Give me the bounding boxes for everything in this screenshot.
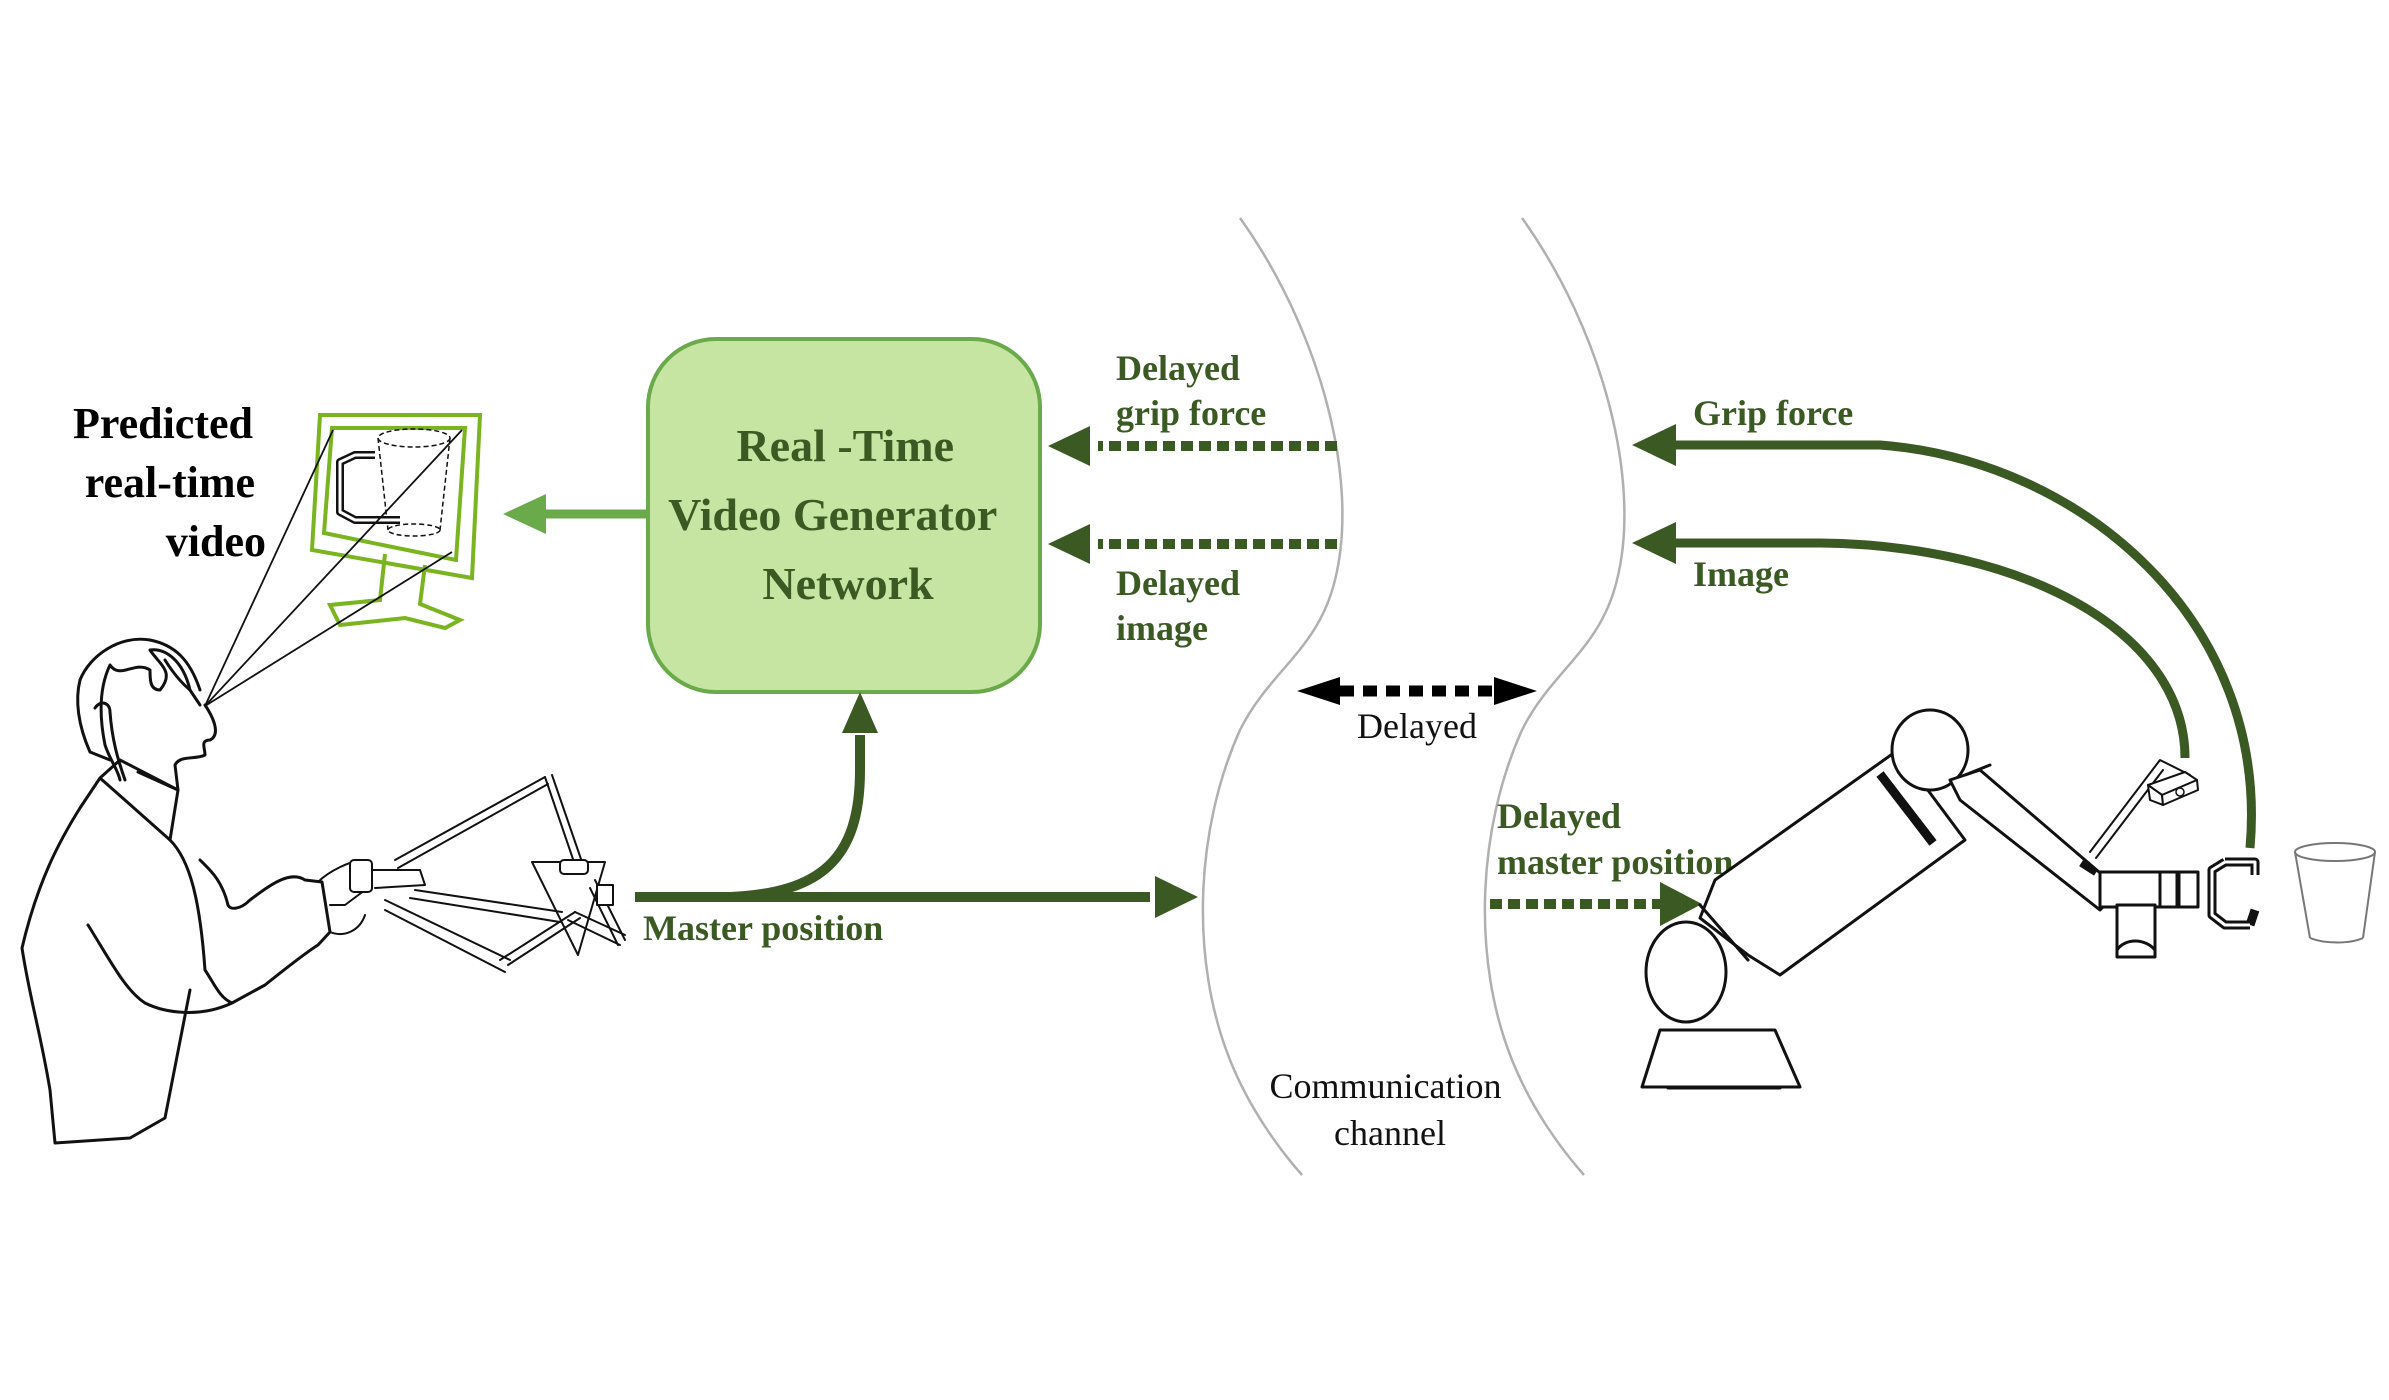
grip-force-label: Grip force: [1693, 393, 1853, 433]
camera-icon: [2147, 771, 2199, 806]
grip-force-arrow: [1632, 424, 2256, 849]
communication-channel-label: Communication channel: [1270, 1066, 1511, 1153]
human-operator-sketch: [20, 637, 366, 1145]
delayed-grip-force-label: Delayed grip force: [1116, 348, 1266, 433]
gripper-icon: [2207, 857, 2260, 930]
predicted-video-caption: Predicted real-time video: [73, 399, 266, 566]
channel-left-boundary: [1201, 217, 1344, 1176]
delayed-master-position-arrow: [1490, 882, 1702, 926]
delayed-image-arrow: [1048, 524, 1337, 564]
delayed-image-label: Delayed image: [1116, 563, 1249, 648]
video-generator-network-box[interactable]: Real -Time Video Generator Network: [646, 337, 1042, 694]
delayed-label: Delayed: [1357, 706, 1477, 746]
master-position-arrow: [635, 876, 1198, 918]
output-video-arrow: [503, 494, 648, 534]
channel-right-boundary: [1483, 217, 1626, 1176]
master-position-branch-arrow: [729, 692, 878, 902]
haptic-master-device[interactable]: [349, 774, 626, 973]
robot-arm-icon[interactable]: [1640, 708, 2200, 1090]
predicted-cup-icon: [377, 428, 451, 537]
image-label: Image: [1693, 554, 1789, 594]
delayed-master-position-label: Delayed master position: [1497, 796, 1733, 882]
monitor-icon: [309, 413, 483, 631]
delayed-grip-force-arrow: [1048, 426, 1337, 466]
master-position-label: Master position: [643, 908, 883, 948]
gaze-lines: [204, 429, 463, 707]
image-arrow: [1632, 522, 2190, 759]
svg-text:Real -Time Video Generat: Real -Time Video Generator Network: [668, 420, 1008, 609]
delayed-double-arrow: [1297, 677, 1537, 705]
cup-icon: [2294, 842, 2376, 944]
predicted-gripper-icon: [336, 451, 400, 524]
